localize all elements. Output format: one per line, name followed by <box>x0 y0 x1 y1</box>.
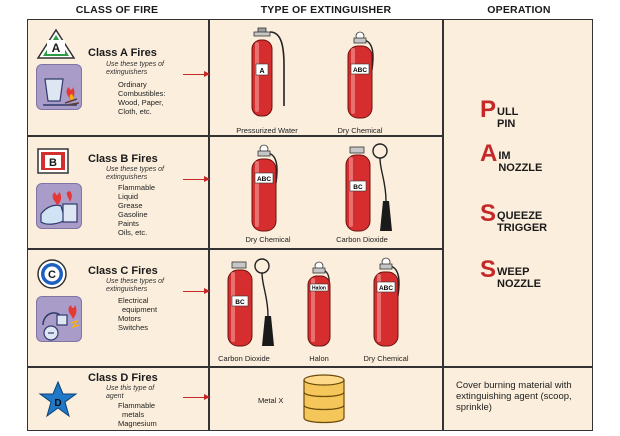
class-b-arrow <box>183 176 210 182</box>
header-operation: OPERATION <box>487 4 551 16</box>
halon-extinguisher-icon: Halon <box>307 261 331 347</box>
water-extinguisher-icon: A <box>251 27 285 117</box>
class-d-symbol: D <box>54 398 61 409</box>
operation-d-cell: Cover burning material with extinguishin… <box>443 367 593 431</box>
class-d-arrow <box>183 394 210 400</box>
ext-label: Dry Chemical <box>337 126 383 135</box>
class-c-symbol: C <box>48 269 56 281</box>
tag-text: ABC <box>379 285 393 292</box>
tag-text: ABC <box>353 67 367 74</box>
class-b-title: Class B Fires <box>88 153 158 165</box>
metal-x-label: Metal X <box>258 396 284 405</box>
dry-chemical-extinguisher-icon: ABC <box>347 31 374 119</box>
extinguishers-d-cell: Metal X <box>209 367 443 431</box>
tag-text: Halon <box>312 286 326 292</box>
extinguishers-a-cell: A Pressurized Water ABC Dry Chemical <box>209 19 443 136</box>
carbon-dioxide-extinguisher-icon: BC <box>227 258 274 347</box>
class-d-title: Class D Fires <box>88 372 158 384</box>
class-a-title: Class A Fires <box>88 47 157 59</box>
class-c-arrow <box>183 288 210 294</box>
extinguishers-c-cell: BC Carbon Dioxide Halon Halon ABC Dry Ch… <box>209 249 443 367</box>
tag-text: ABC <box>257 176 271 183</box>
class-a-arrow <box>183 71 210 77</box>
plug-fire-icon <box>42 305 80 341</box>
ext-label: Halon <box>309 354 329 363</box>
ext-label: Dry Chemical <box>363 354 409 363</box>
ext-label: Pressurized Water <box>236 126 298 135</box>
metal-x-barrel-icon <box>303 374 345 424</box>
class-a-triangle-icon: A <box>36 28 76 59</box>
class-a-symbol: A <box>52 41 61 55</box>
tag-text: BC <box>353 184 363 191</box>
header-type-of-extinguisher: TYPE OF EXTINGUISHER <box>260 4 392 16</box>
class-c-title: Class C Fires <box>88 265 158 277</box>
class-b-square-icon: B <box>37 148 69 174</box>
gas-can-fire-icon <box>40 191 78 225</box>
class-c-pictogram <box>36 296 82 342</box>
trash-fire-icon <box>43 78 80 106</box>
carbon-dioxide-extinguisher-icon: BC <box>345 143 392 232</box>
ext-label: Carbon Dioxide <box>336 235 388 244</box>
tag-text: A <box>259 68 264 75</box>
class-b-pictogram <box>36 183 82 229</box>
ext-label: Carbon Dioxide <box>218 354 270 363</box>
class-b-symbol: B <box>49 157 57 169</box>
tag-text: BC <box>235 299 245 306</box>
dry-chemical-extinguisher-icon: ABC <box>251 144 278 232</box>
operation-d-text: Cover burning material with extinguishin… <box>456 380 572 413</box>
ext-label: Dry Chemical <box>245 235 291 244</box>
class-d-star-icon: D <box>38 380 78 418</box>
class-a-pictogram <box>36 64 82 110</box>
header-class-of-fire: CLASS OF FIRE <box>75 4 159 16</box>
extinguishers-b-cell: ABC Dry Chemical BC Carbon Dioxide <box>209 136 443 249</box>
dry-chemical-extinguisher-icon: ABC <box>373 257 400 347</box>
class-c-circle-icon: C <box>37 259 67 289</box>
